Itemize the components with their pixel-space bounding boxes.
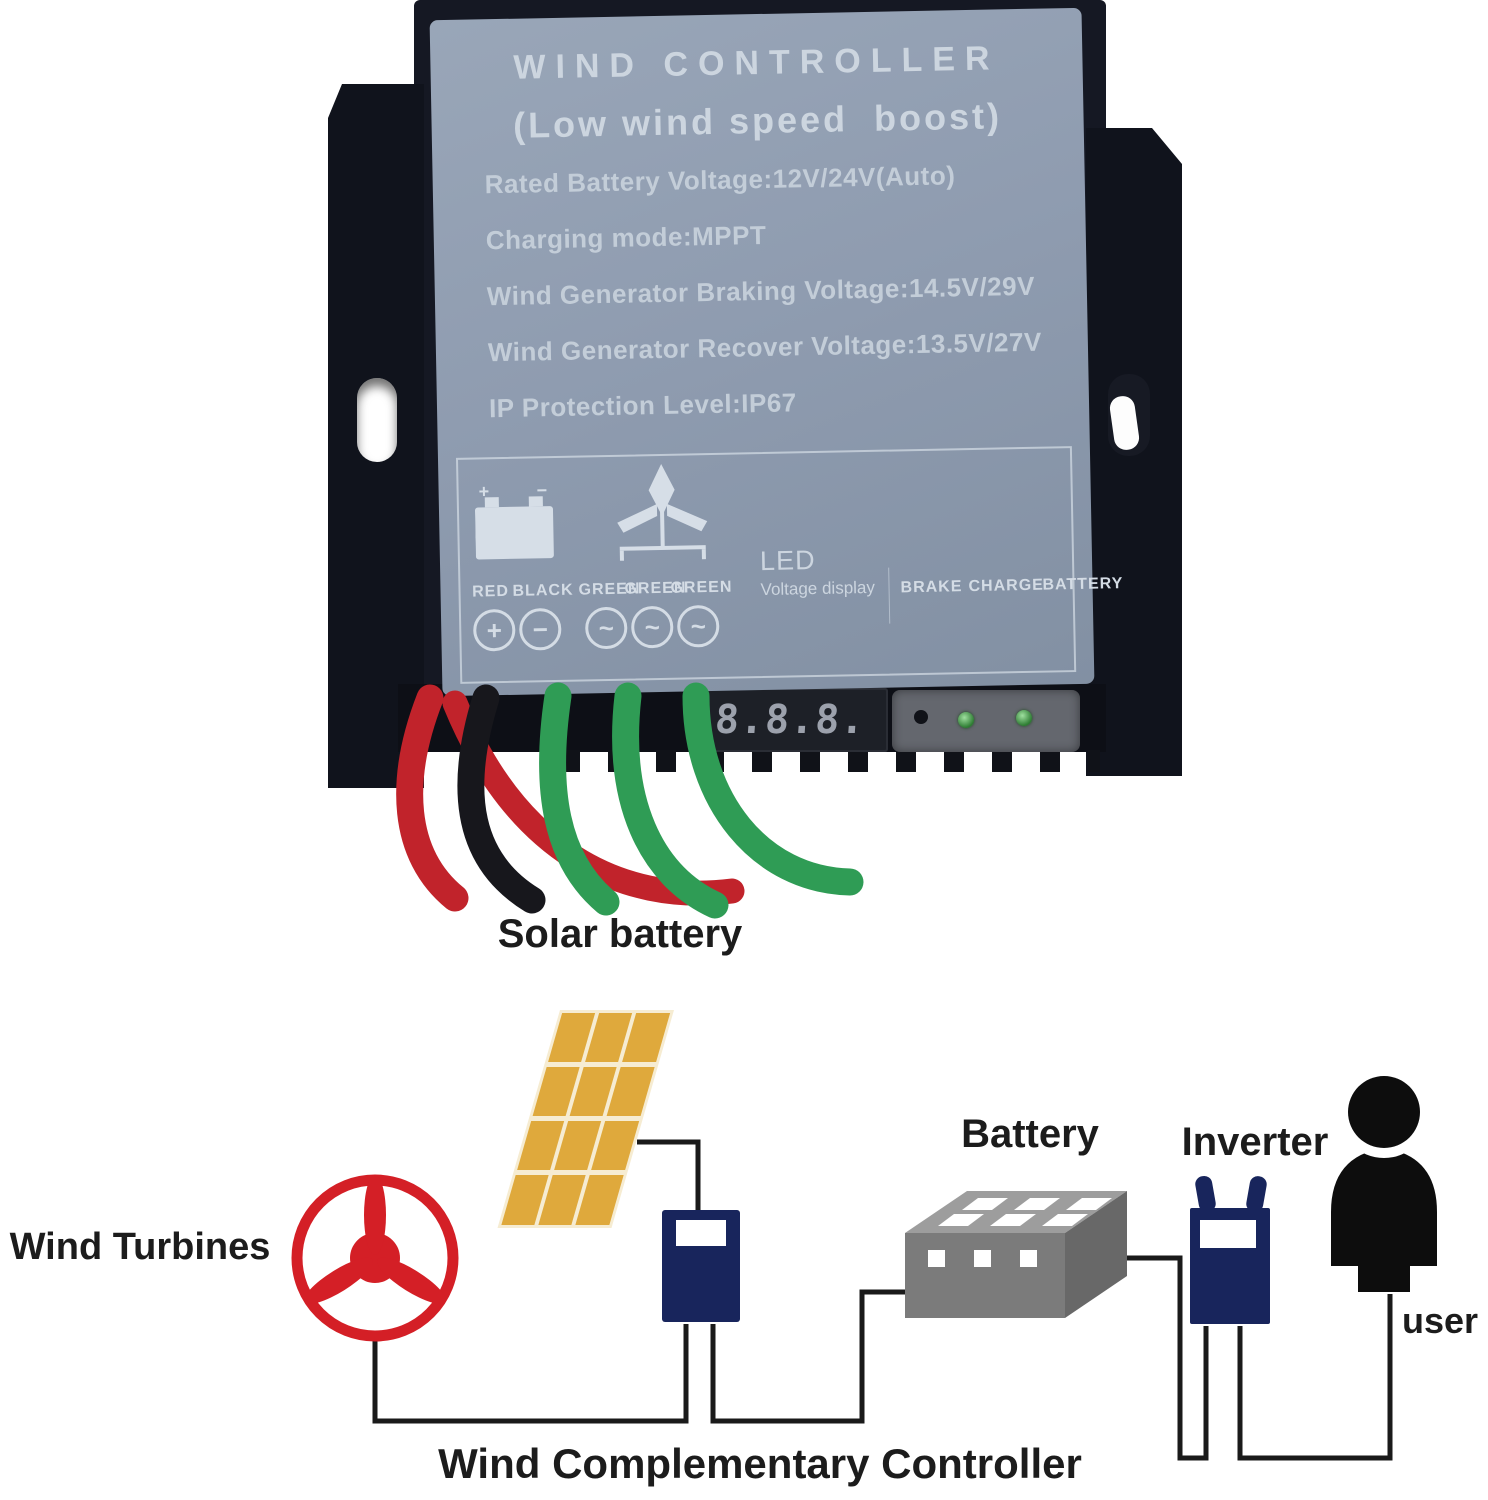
wind-turbines-label: Wind Turbines xyxy=(9,1226,271,1268)
line-inverter-to-user xyxy=(1237,1294,1393,1461)
connection-lines xyxy=(372,1139,1393,1461)
screw-terminal-icon: − xyxy=(518,607,562,651)
legend-divider xyxy=(888,567,891,624)
terminal-label-green: GREEN xyxy=(578,580,641,599)
line-controller-to-battery xyxy=(710,1289,907,1424)
minus-mark: − xyxy=(536,482,547,500)
screw-terminal-icon: ~ xyxy=(676,604,720,648)
inverter-label: Inverter xyxy=(1181,1120,1329,1164)
line-turbine-to-controller xyxy=(372,1324,689,1424)
device-subtitle: (Low wind speed boost) xyxy=(512,95,1003,146)
spec-rated-voltage: Rated Battery Voltage:12V/24V(Auto) xyxy=(484,160,956,200)
line-panel-to-controller xyxy=(637,1139,701,1210)
wind-turbine-icon xyxy=(291,1174,459,1342)
user-label: user xyxy=(1402,1300,1479,1341)
battery-label: Battery xyxy=(961,1112,1099,1156)
led-digits: 8.8.8. xyxy=(713,697,867,743)
green-led-icon xyxy=(958,712,974,728)
mounting-hole-icon xyxy=(357,378,397,462)
terminal-label-green: GREEN xyxy=(624,579,687,598)
status-led-zone xyxy=(892,690,1080,752)
solar-panel-icon xyxy=(497,1010,674,1228)
terminal-legend: + − RED BLACK + − xyxy=(455,446,1123,684)
wind-turbine-terminal-icon xyxy=(617,463,708,561)
spec-ip-level: IP Protection Level:IP67 xyxy=(488,387,798,424)
line-battery-to-inverter xyxy=(1127,1255,1209,1461)
status-label-charge: CHARGE xyxy=(968,576,1045,596)
mounting-hole-icon xyxy=(1108,374,1150,456)
status-label-brake: BRAKE xyxy=(900,578,963,597)
screw-terminal-icon: ~ xyxy=(584,606,628,650)
connector-teeth xyxy=(560,750,1100,772)
spec-charging-mode: Charging mode:MPPT xyxy=(485,219,767,256)
battery-terminal-icon: + − xyxy=(474,482,554,560)
plus-mark: + xyxy=(478,482,489,501)
terminal-label-green: GREEN xyxy=(670,578,733,597)
user-icon xyxy=(1331,1066,1437,1292)
led-voltage-display: 8.8.8. xyxy=(692,688,888,752)
right-mounting-flange xyxy=(1086,128,1182,776)
device-label: WIND CONTROLLER (Low wind speed boost) R… xyxy=(429,7,1123,697)
spec-recover-voltage: Wind Generator Recover Voltage:13.5V/27V xyxy=(487,326,1043,368)
left-mounting-flange xyxy=(328,84,424,788)
led-section-subtitle: Voltage display xyxy=(760,577,876,600)
terminal-label-red: RED xyxy=(472,582,510,601)
status-label-battery: BATTERY xyxy=(1042,575,1124,594)
led-section-title: LED xyxy=(759,545,816,577)
diagram-caption: Wind Complementary Controller xyxy=(438,1440,1082,1487)
terminal-label-black: BLACK xyxy=(512,581,574,600)
device-title: WIND CONTROLLER xyxy=(513,39,1000,87)
battery-box-icon xyxy=(905,1191,1127,1318)
green-led-icon xyxy=(1016,710,1032,726)
screw-terminal-icon: ~ xyxy=(630,605,674,649)
screw-terminal-icon: + xyxy=(472,608,516,652)
inverter-box-icon xyxy=(1190,1175,1270,1324)
solar-battery-label: Solar battery xyxy=(497,912,743,956)
spec-braking-voltage: Wind Generator Braking Voltage:14.5V/29V xyxy=(486,270,1036,312)
screw-hole-icon xyxy=(914,710,928,724)
controller-box-icon xyxy=(662,1210,740,1322)
